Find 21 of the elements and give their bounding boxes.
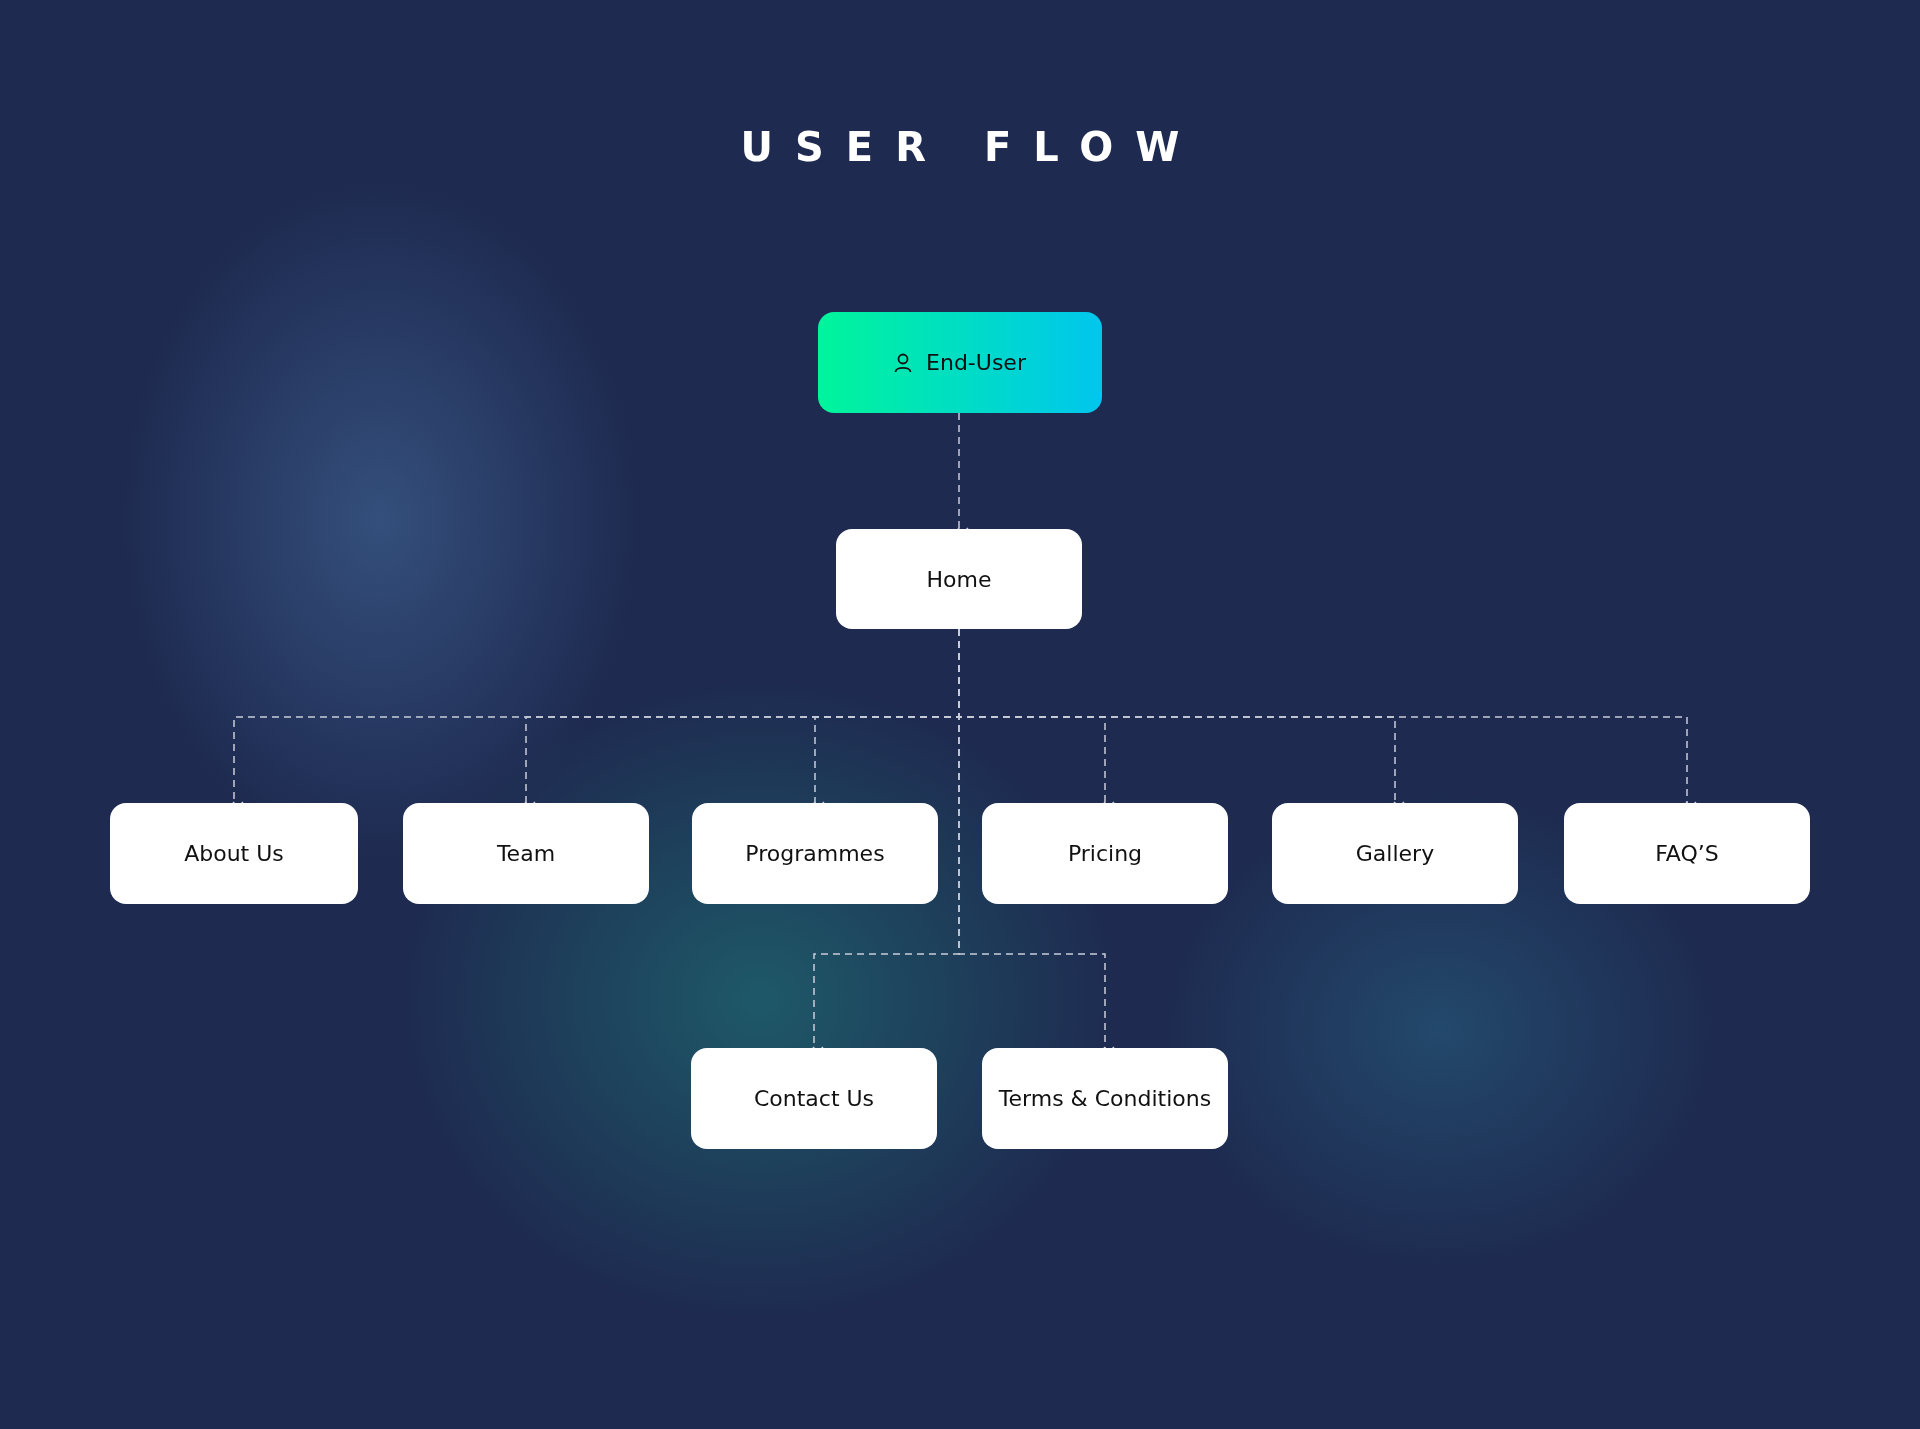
start-node (818, 312, 1102, 413)
node-label: About Us (184, 841, 284, 866)
node-label: FAQ’S (1655, 841, 1719, 866)
node-label: Contact Us (753, 1086, 875, 1111)
page-box (982, 1048, 1228, 1149)
page-box (1272, 803, 1518, 904)
node-label: Team (496, 841, 556, 866)
page-box (691, 1048, 937, 1149)
node-label: Gallery (1355, 841, 1435, 866)
page-box (403, 803, 649, 904)
page-box (110, 803, 358, 904)
page-box (836, 529, 1082, 629)
diagram-title: USER FLOW (739, 124, 1202, 170)
node-label: Programmes (745, 841, 885, 866)
node-label: Home (926, 566, 992, 592)
page-box (982, 803, 1228, 904)
node-label: Pricing (1067, 841, 1143, 866)
node-label: Terms & Conditions (998, 1086, 1212, 1111)
node-label: End-User (926, 350, 1026, 375)
page-box (1564, 803, 1810, 904)
page-box (692, 803, 938, 904)
